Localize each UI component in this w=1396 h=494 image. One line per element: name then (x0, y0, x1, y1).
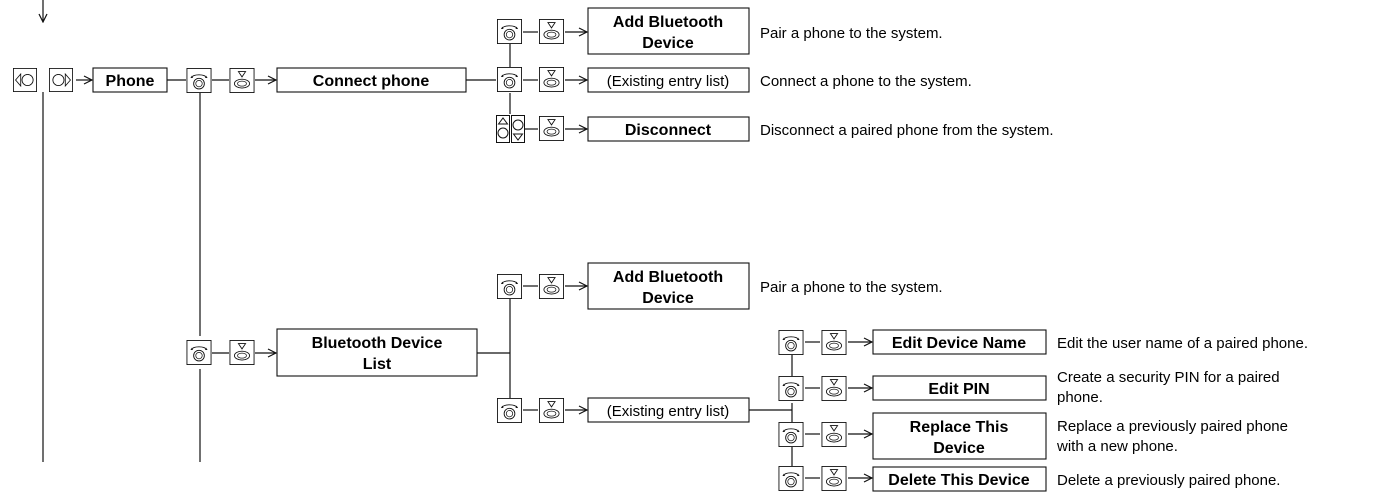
connect-branch: Add Bluetooth Device Pair a phone to the… (496, 7, 1053, 143)
edit-device-name-desc: Edit the user name of a paired phone. (1057, 335, 1308, 352)
connect-phone-label: Connect phone (313, 73, 430, 90)
move-left-icon (12, 68, 38, 92)
replace-this-device-box[interactable] (872, 412, 1047, 460)
add-bluetooth-device-box-2[interactable] (587, 262, 750, 310)
add-bluetooth-2-line1: Add Bluetooth (613, 269, 723, 286)
press-icon (821, 330, 847, 355)
top-row: Phone Connect phone (12, 67, 496, 93)
press-icon (821, 376, 847, 401)
move-up-icon (496, 115, 510, 143)
press-icon (821, 466, 847, 491)
device-list-row: Bluetooth Device List (186, 297, 511, 398)
press-icon (229, 340, 255, 365)
entry-submenu: Edit Device Name Edit the user name of a… (778, 329, 1308, 492)
edit-device-name-box[interactable] (872, 329, 1047, 355)
disconnect-label: Disconnect (625, 122, 712, 139)
existing-entry-desc: Connect a phone to the system. (760, 73, 972, 90)
press-icon (538, 398, 565, 423)
phone-box[interactable] (92, 67, 168, 93)
replace-device-desc-line1: Replace a previously paired phone (1057, 418, 1288, 435)
rotate-icon (496, 19, 523, 44)
press-icon (821, 422, 847, 447)
rotate-icon (778, 376, 804, 401)
add-bluetooth-2-line2: Device (642, 290, 694, 307)
rotate-icon (778, 422, 804, 447)
add-bluetooth-line2: Device (642, 35, 694, 52)
edit-pin-box[interactable] (872, 375, 1047, 401)
phone-label: Phone (106, 73, 155, 90)
existing-entry-list-box-2[interactable] (587, 397, 750, 423)
rotate-icon (186, 68, 212, 93)
rotate-icon (778, 330, 804, 355)
press-icon (229, 68, 255, 93)
device-list-line2: List (363, 356, 392, 373)
delete-device-label: Delete This Device (888, 472, 1030, 489)
press-icon (538, 19, 565, 44)
move-right-icon (48, 68, 74, 92)
edit-pin-desc-line2: phone. (1057, 389, 1103, 406)
replace-device-line1: Replace This (910, 419, 1009, 436)
existing-entry-list-2-label: (Existing entry list) (607, 403, 730, 420)
replace-device-desc-line2: with a new phone. (1056, 438, 1178, 455)
rotate-icon (778, 466, 804, 491)
existing-entry-list-label: (Existing entry list) (607, 73, 730, 90)
press-icon (538, 116, 565, 141)
rotate-icon (186, 340, 212, 365)
add-bluetooth-device-box[interactable] (587, 7, 750, 55)
add-bluetooth-2-desc: Pair a phone to the system. (760, 279, 943, 296)
edit-device-name-label: Edit Device Name (892, 335, 1026, 352)
disconnect-box[interactable] (587, 116, 750, 142)
disconnect-desc: Disconnect a paired phone from the syste… (760, 122, 1053, 139)
rotate-icon (496, 398, 523, 423)
device-list-branch: Add Bluetooth Device Pair a phone to the… (496, 262, 943, 466)
add-bluetooth-line1: Add Bluetooth (613, 14, 723, 31)
delete-this-device-box[interactable] (872, 466, 1047, 492)
bluetooth-device-list-box[interactable] (276, 328, 478, 377)
rotate-icon (496, 274, 523, 299)
replace-device-line2: Device (933, 440, 985, 457)
press-icon (538, 67, 565, 92)
edit-pin-desc-line1: Create a security PIN for a paired (1057, 369, 1280, 386)
rotate-icon (496, 67, 523, 92)
add-bluetooth-desc: Pair a phone to the system. (760, 25, 943, 42)
delete-device-desc: Delete a previously paired phone. (1057, 472, 1280, 489)
move-down-icon (511, 115, 525, 143)
existing-entry-list-box[interactable] (587, 67, 750, 93)
device-list-line1: Bluetooth Device (312, 335, 443, 352)
edit-pin-label: Edit PIN (928, 381, 989, 398)
press-icon (538, 274, 565, 299)
